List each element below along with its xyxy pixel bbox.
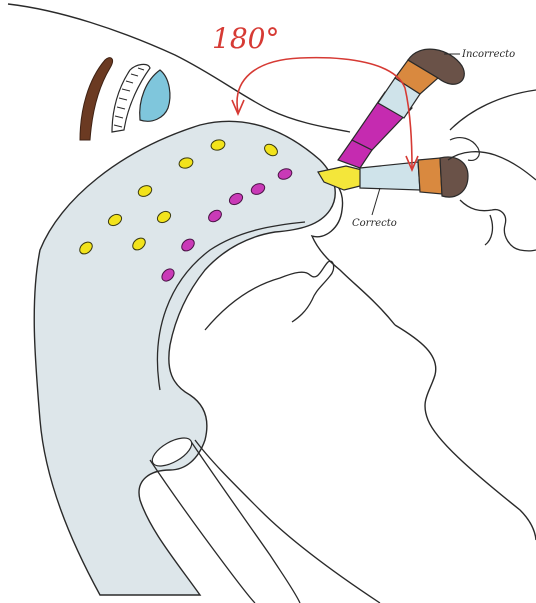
correct-band	[418, 158, 442, 194]
thumb-outline	[450, 138, 479, 161]
correct-label: Correcto	[352, 218, 397, 229]
correct-leader-line	[372, 188, 380, 215]
correct-cap	[440, 157, 468, 197]
nasal-cavity	[34, 121, 335, 595]
angle-label: 180°	[212, 22, 279, 55]
nasal-passage-wavy	[205, 261, 334, 330]
face-profile-line	[8, 4, 350, 132]
throat-outline	[195, 440, 380, 603]
lip-chin-profile	[395, 325, 536, 540]
eyebrow	[80, 58, 113, 140]
incorrect-label: Incorrecto	[461, 49, 515, 60]
spray-bottle-incorrect	[338, 49, 464, 168]
